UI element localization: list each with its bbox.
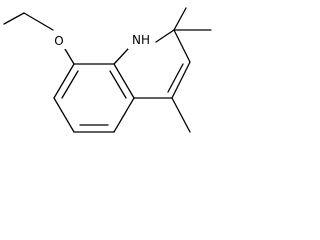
bond-c7-c6 — [53, 97, 75, 133]
bond-c5-c4a — [113, 97, 135, 133]
bond-c3-c4-inner — [167, 63, 184, 93]
bond-c8a-n — [113, 48, 129, 65]
bond-ethyl-ch3-ch2 — [3, 12, 25, 25]
nh-atom: NH — [128, 31, 155, 49]
bond-ethyl-ch2-o — [23, 12, 54, 31]
bond-c8-c7-inner — [61, 70, 79, 99]
bond-c2-methyl-a — [173, 7, 187, 31]
bond-c4a-c8a — [113, 63, 135, 99]
molecule-structure-diagram: O NH — [3, 7, 212, 133]
oxygen-atom-label: O — [54, 34, 63, 48]
bond-c2-c3 — [173, 29, 191, 63]
bond-n-c2 — [155, 29, 175, 43]
bond-c4a-c8a-inner — [109, 70, 127, 99]
bond-c4-methyl — [171, 97, 191, 133]
bond-c3-c4 — [171, 61, 191, 99]
nh-atom-label: NH — [132, 33, 150, 47]
bond-o-c8 — [64, 48, 75, 65]
oxygen-atom: O — [52, 32, 67, 49]
bond-c8-c7 — [53, 63, 75, 99]
